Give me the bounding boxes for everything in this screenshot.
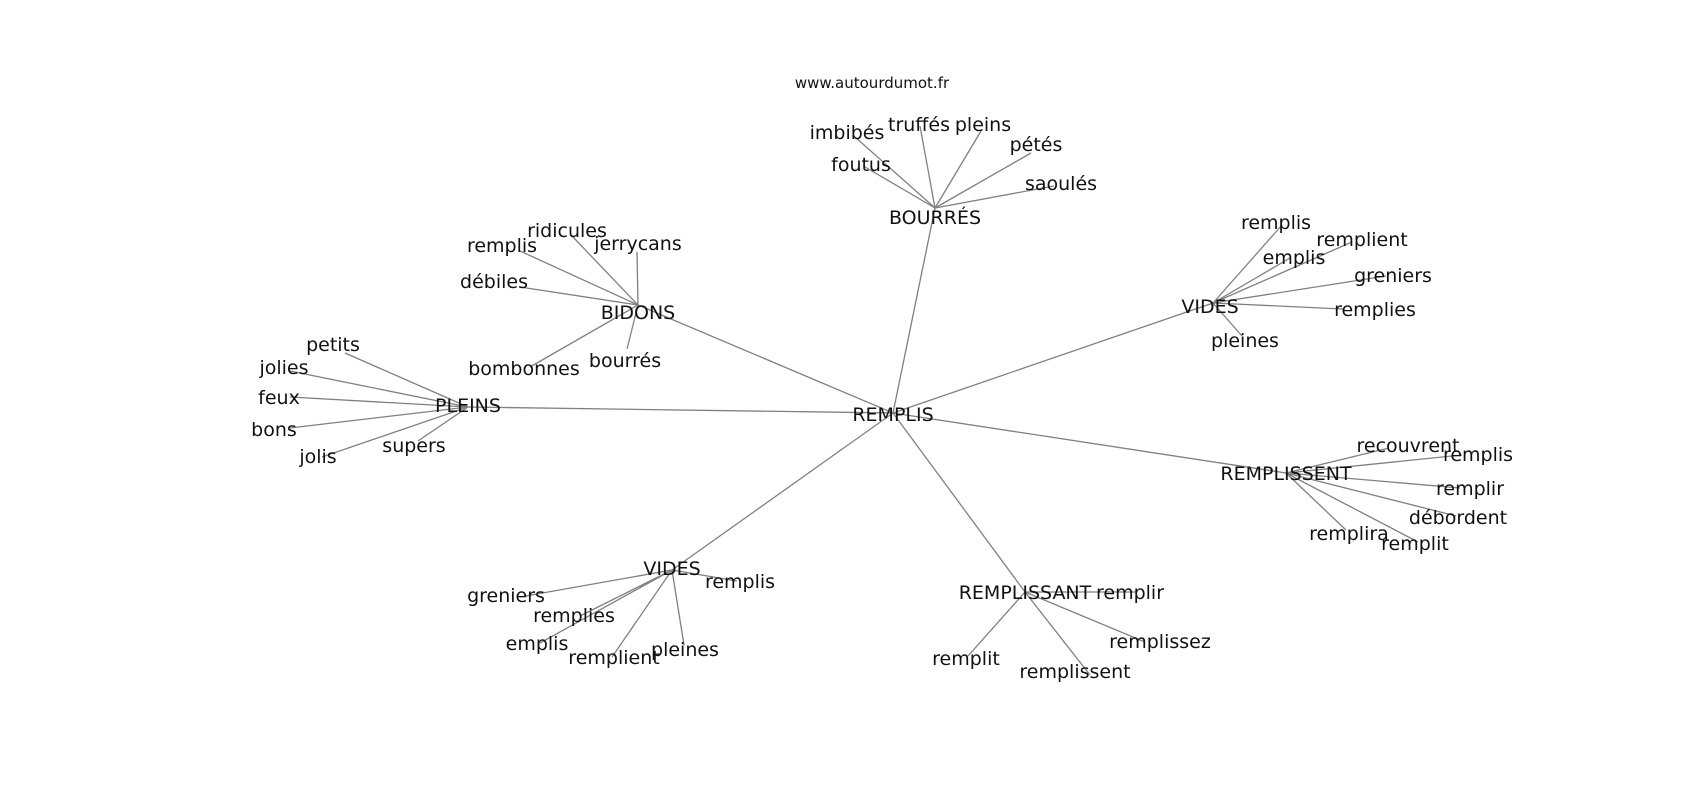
leaf-word[interactable]: pleines	[651, 639, 719, 661]
edge-0-3	[934, 152, 1032, 209]
edge-1-0	[571, 235, 639, 306]
edge-2-0	[344, 352, 469, 408]
leaf-word[interactable]: remplis	[467, 235, 537, 257]
edge-4-1	[1285, 454, 1463, 474]
hub-word[interactable]: VIDES	[1181, 296, 1238, 318]
hub-word[interactable]: REMPLISSENT	[1220, 463, 1352, 485]
edge-4-2	[1285, 472, 1461, 489]
edge-2-1	[289, 370, 469, 408]
edge-2-2	[289, 396, 469, 408]
leaf-word[interactable]: emplis	[506, 633, 569, 655]
edge-3-4	[1212, 302, 1344, 310]
edge-6-2	[579, 569, 673, 617]
edge-2-4	[321, 406, 469, 458]
leaf-word[interactable]: bombonnes	[468, 358, 580, 380]
leaf-word[interactable]: greniers	[1354, 265, 1432, 287]
edge-4-5	[1285, 472, 1419, 543]
leaf-word[interactable]: saoulés	[1025, 173, 1097, 195]
edge-4-4	[1285, 472, 1347, 531]
leaf-word[interactable]: imbibés	[810, 122, 885, 144]
leaf-word[interactable]: débordent	[1409, 507, 1507, 529]
edge-center-to-1	[637, 304, 894, 414]
hub-word[interactable]: VIDES	[643, 558, 700, 580]
edge-0-1	[919, 125, 936, 209]
edge-4-3	[1285, 472, 1457, 517]
leaf-word[interactable]: jolis	[298, 446, 336, 468]
edge-0-5	[934, 185, 1055, 209]
hub-word[interactable]: PLEINS	[435, 395, 501, 417]
edge-center-to-6	[671, 412, 894, 571]
edge-1-1	[519, 250, 639, 306]
leaf-word[interactable]: pleins	[955, 114, 1011, 136]
leaf-word[interactable]: greniers	[467, 585, 545, 607]
edge-3-0	[1212, 224, 1283, 304]
hub-word[interactable]: BIDONS	[601, 302, 676, 324]
edge-6-5	[671, 569, 685, 646]
edge-5-3	[1024, 591, 1091, 676]
leaf-word[interactable]: remplies	[533, 605, 615, 627]
edge-center-to-3	[892, 302, 1214, 414]
edge-6-4	[611, 569, 673, 658]
leaf-word[interactable]: emplis	[1263, 247, 1326, 269]
edge-3-1	[1212, 241, 1353, 304]
leaf-word[interactable]: petits	[306, 334, 360, 356]
leaf-word[interactable]: truffés	[888, 114, 950, 136]
edge-5-1	[1024, 591, 1146, 643]
edge-6-3	[539, 569, 673, 644]
leaf-word[interactable]: remplis	[1443, 444, 1513, 466]
leaf-word[interactable]: pleines	[1211, 330, 1279, 352]
edge-1-2	[636, 251, 639, 306]
edge-center-to-2	[467, 406, 894, 414]
hub-word[interactable]: BOURRÉS	[889, 206, 981, 229]
edge-2-3	[289, 406, 469, 429]
leaf-word[interactable]: remplient	[568, 647, 659, 669]
edge-5-2	[967, 591, 1026, 657]
leaf-word[interactable]: remplit	[1381, 533, 1449, 555]
hub-word[interactable]: REMPLISSANT	[959, 582, 1092, 604]
edge-3-3	[1212, 275, 1387, 304]
leaf-word[interactable]: remplient	[1316, 229, 1407, 251]
leaf-word[interactable]: supers	[382, 435, 445, 457]
edge-6-1	[671, 569, 738, 582]
edge-3-2	[1212, 257, 1291, 304]
leaf-word[interactable]: remplit	[932, 648, 1000, 670]
edge-1-3	[519, 286, 639, 306]
leaf-word[interactable]: feux	[258, 387, 300, 409]
edge-3-5	[1212, 302, 1243, 337]
edge-0-0	[854, 136, 936, 209]
leaf-word[interactable]: bourrés	[589, 350, 661, 372]
leaf-word[interactable]: jolies	[258, 357, 308, 379]
leaf-word[interactable]: ridicules	[527, 220, 607, 242]
edge-0-2	[934, 130, 982, 209]
edge-center-to-5	[892, 412, 1026, 593]
edge-1-5	[626, 304, 639, 350]
site-url[interactable]: www.autourdumot.fr	[795, 74, 950, 92]
edge-6-0	[519, 569, 673, 598]
edge-center-to-4	[892, 412, 1287, 474]
leaf-word[interactable]: débiles	[460, 271, 528, 293]
leaf-word[interactable]: recouvrent	[1356, 435, 1459, 457]
leaf-word[interactable]: remplira	[1309, 523, 1389, 545]
leaf-word[interactable]: remplissent	[1019, 661, 1130, 683]
leaf-word[interactable]: remplis	[1241, 212, 1311, 234]
edge-4-0	[1285, 447, 1390, 474]
edge-0-4	[864, 166, 936, 209]
leaf-word[interactable]: jerrycans	[593, 233, 682, 255]
edge-2-5	[417, 406, 469, 442]
graph-edges	[289, 125, 1463, 676]
edge-1-4	[529, 304, 639, 368]
leaf-word[interactable]: remplir	[1096, 582, 1164, 604]
edge-center-to-0	[892, 207, 936, 414]
leaf-word[interactable]: pétés	[1010, 134, 1063, 156]
leaf-word[interactable]: remplissez	[1109, 631, 1211, 653]
center-word[interactable]: REMPLIS	[852, 404, 933, 426]
leaf-word[interactable]: foutus	[831, 154, 891, 176]
leaf-word[interactable]: remplis	[705, 571, 775, 593]
leaf-word[interactable]: remplir	[1436, 478, 1504, 500]
leaf-word[interactable]: bons	[251, 419, 297, 441]
leaf-word[interactable]: remplies	[1334, 299, 1416, 321]
